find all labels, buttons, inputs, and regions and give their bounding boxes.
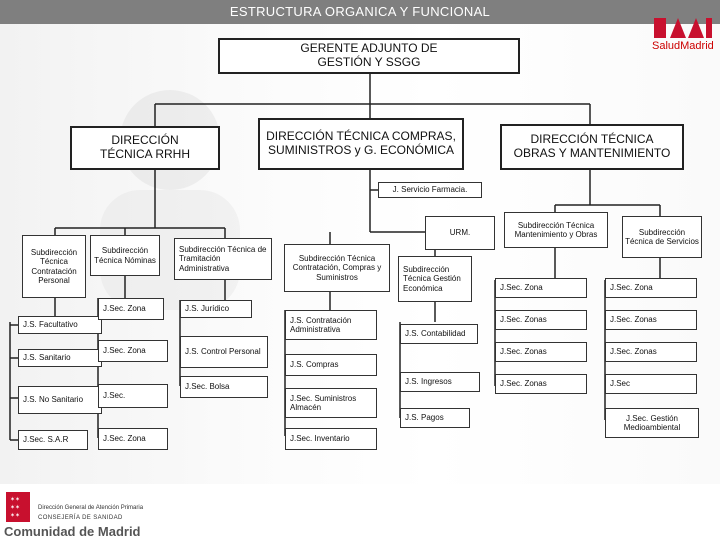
- consejeria-text: CONSEJERÍA DE SANIDAD: [38, 515, 123, 521]
- servicio-farmacia-box: J. Servicio Farmacia.: [378, 182, 482, 198]
- js-compras-box: J.S. Compras: [285, 354, 377, 376]
- mant-jsec-zonas-box-1: J.Sec. Zonas: [495, 310, 587, 330]
- serv-jsec-zona-box: J.Sec. Zona: [605, 278, 697, 298]
- js-ingresos-box: J.S. Ingresos: [400, 372, 480, 392]
- salud-madrid-logo: [654, 18, 712, 38]
- sub-compras-box: Subdirección Técnica Contratación, Compr…: [284, 244, 390, 292]
- js-juridico-box: J.S. Jurídico: [180, 300, 252, 318]
- jsec-sar-box: J.Sec. S.A.R: [18, 430, 88, 450]
- serv-jsec-zonas-box-2: J.Sec. Zonas: [605, 342, 697, 362]
- jsec-bolsa-box: J.Sec. Bolsa: [180, 376, 268, 398]
- js-sanitario-box: J.S. Sanitario: [18, 349, 102, 367]
- dir-compras-box: DIRECCIÓN TÉCNICA COMPRAS, SUMINISTROS y…: [258, 118, 464, 170]
- js-no-sanitario-box: J.S. No Sanitario: [18, 386, 102, 414]
- serv-jsec-zonas-box-1: J.Sec. Zonas: [605, 310, 697, 330]
- urm-box: URM.: [425, 216, 495, 250]
- sub-mantenimiento-box: Subdirección Técnica Mantenimiento y Obr…: [504, 212, 608, 248]
- serv-jsec-box: J.Sec: [605, 374, 697, 394]
- nominas-jsec-zona-box-2: J.Sec. Zona: [98, 340, 168, 362]
- jsec-inventario-box: J.Sec. Inventario: [285, 428, 377, 450]
- sub-nominas-box: Subdirección Técnica Nóminas: [90, 235, 160, 276]
- salud-madrid-text: SaludMadrid: [652, 40, 714, 52]
- js-pagos-box: J.S. Pagos: [400, 408, 470, 428]
- sub-contratacion-personal-box: Subdirección Técnica Contratación Person…: [22, 235, 86, 298]
- mant-jsec-zonas-box-2: J.Sec. Zonas: [495, 342, 587, 362]
- nominas-jsec-zona-box-1: J.Sec. Zona: [98, 298, 164, 320]
- comunidad-madrid-name: Comunidad de Madrid: [4, 524, 141, 539]
- sub-gestion-economica-box: Subdirección Técnica Gestión Económica: [398, 256, 472, 302]
- mant-jsec-zonas-box-3: J.Sec. Zonas: [495, 374, 587, 394]
- js-contratacion-admin-box: J.S. Contratación Administrativa: [285, 310, 377, 340]
- js-control-personal-box: J.S. Control Personal: [180, 336, 268, 368]
- js-contabilidad-box: J.S. Contabilidad: [400, 324, 478, 344]
- gerente-box: GERENTE ADJUNTO DE GESTIÓN Y SSGG: [218, 38, 520, 74]
- page-title: ESTRUCTURA ORGANICA Y FUNCIONAL: [229, 4, 491, 19]
- nominas-jsec-box: J.Sec.: [98, 384, 168, 408]
- mant-jsec-zona-box: J.Sec. Zona: [495, 278, 587, 298]
- comunidad-madrid-flag: ✶✶✶✶✶✶: [6, 492, 30, 522]
- serv-jsec-gestion-medioambiental-box: J.Sec. Gestión Medioambiental: [605, 408, 699, 438]
- direccion-general-text: Dirección General de Atención Primaria: [38, 505, 144, 511]
- sub-tramitacion-box: Subdirección Técnica de Tramitación Admi…: [174, 238, 272, 280]
- dir-obras-box: DIRECCIÓN TÉCNICA OBRAS Y MANTENIMIENTO: [500, 124, 684, 170]
- dir-rrhh-box: DIRECCIÓN TÉCNICA RRHH: [70, 126, 220, 170]
- jsec-suministros-box: J.Sec. Suministros Almacén: [285, 388, 377, 418]
- title-bar: [0, 0, 720, 24]
- sub-servicios-box: Subdirección Técnica de Servicios: [622, 216, 702, 258]
- js-facultativo-box: J.S. Facultativo: [18, 316, 102, 334]
- nominas-jsec-zona-box-3: J.Sec. Zona: [98, 428, 168, 450]
